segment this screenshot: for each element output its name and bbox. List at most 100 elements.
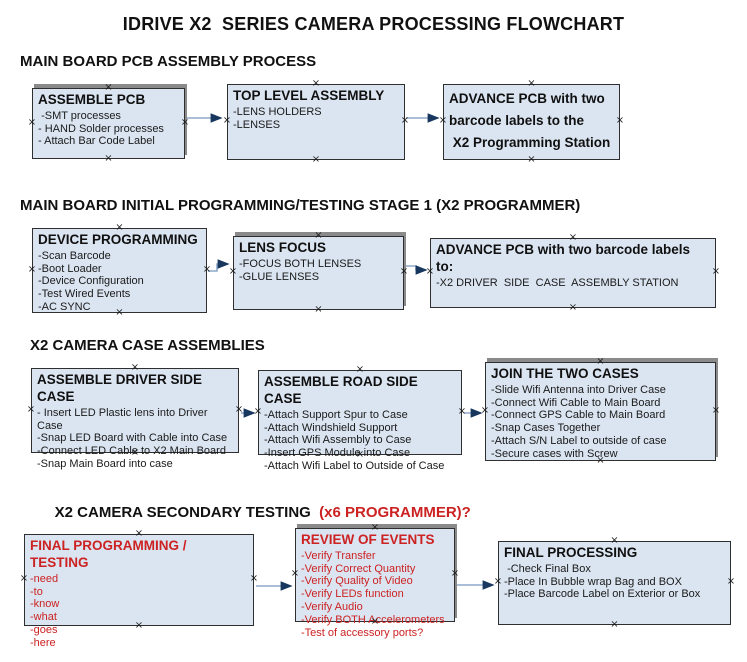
connection-point-icon: [27, 118, 37, 128]
box-item: -GLUE LENSES: [239, 270, 320, 283]
connection-point-icon: [457, 407, 467, 417]
box-title: REVIEW OF EVENTS: [301, 532, 435, 547]
connection-point-icon: [527, 155, 537, 165]
box-item: -Place In Bubble wrap Bag and BOX: [504, 575, 682, 588]
box-item: -know: [30, 598, 60, 611]
connection-point-icon: [104, 83, 114, 93]
connection-point-icon: [726, 577, 736, 587]
box-item: -Attach Support Spur to Case: [264, 408, 408, 421]
box-item: -Test Wired Events: [38, 288, 131, 301]
box-item: -to: [30, 585, 43, 598]
connection-point-icon: [253, 407, 263, 417]
box-item: - HAND Solder processes: [38, 122, 164, 135]
box-item: -Verify Transfer: [301, 549, 376, 562]
box-item: -LENS HOLDERS: [233, 105, 322, 118]
connection-point-icon: [596, 357, 606, 367]
connection-point-icon: [610, 536, 620, 546]
box-title: DEVICE PROGRAMMING: [38, 232, 198, 247]
connection-point-icon: [130, 448, 140, 458]
box-item: -X2 DRIVER SIDE CASE ASSEMBLY STATION: [436, 276, 679, 289]
box-item: -Scan Barcode: [38, 249, 111, 262]
flow-box-assemble-pcb: ASSEMBLE PCB -SMT processes - HAND Solde…: [32, 88, 185, 159]
section-heading-secondary-testing: X2 CAMERA SECONDARY TESTING (x6 PROGRAMM…: [38, 487, 471, 538]
connection-point-icon: [234, 405, 244, 415]
box-item: -Attach Windshield Support: [264, 421, 398, 434]
connection-point-icon: [711, 406, 721, 416]
box-item: -Verify Quality of Video: [301, 575, 413, 588]
connection-point-icon: [399, 267, 409, 277]
section-heading-initial-programming: MAIN BOARD INITIAL PROGRAMMING/TESTING S…: [20, 197, 581, 214]
box-item: -Device Configuration: [38, 275, 144, 288]
connection-point-icon: [26, 405, 36, 415]
connection-point-icon: [130, 363, 140, 373]
box-title: ADVANCE PCB with two barcode labels to t…: [449, 91, 611, 150]
flow-box-advance-pcb-programming-station: ADVANCE PCB with two barcode labels to t…: [443, 84, 620, 160]
connection-point-icon: [596, 456, 606, 466]
connection-point-icon: [370, 617, 380, 627]
connection-point-icon: [104, 154, 114, 164]
flow-box-final-programming-testing: FINAL PROGRAMMING / TESTING -need -to -k…: [24, 534, 254, 649]
connection-point-icon: [527, 79, 537, 89]
box-item: -AC SYNC: [38, 301, 91, 314]
box-title: ASSEMBLE PCB: [38, 92, 146, 107]
box-title: ASSEMBLE DRIVER SIDE CASE: [37, 372, 206, 404]
flow-box-lens-focus: LENS FOCUS -FOCUS BOTH LENSES -GLUE LENS…: [233, 236, 404, 310]
connection-point-icon: [425, 267, 435, 277]
box-item: -FOCUS BOTH LENSES: [239, 257, 362, 270]
connection-point-icon: [314, 305, 324, 315]
section-heading-pcb-assembly: MAIN BOARD PCB ASSEMBLY PROCESS: [20, 53, 317, 70]
connection-point-icon: [615, 116, 625, 126]
box-item: -Verify BOTH Accelerometers: [301, 613, 445, 626]
connection-point-icon: [115, 223, 125, 233]
section-heading-case-assemblies: X2 CAMERA CASE ASSEMBLIES: [30, 337, 265, 354]
connection-point-icon: [249, 574, 259, 584]
box-item: - Attach Bar Code Label: [38, 135, 155, 148]
box-item: -Attach S/N Label to outside of case: [491, 435, 667, 448]
box-item: -Test of accessory ports?: [301, 626, 424, 639]
page-title: IDRIVE X2 SERIES CAMERA PROCESSING FLOWC…: [122, 14, 625, 34]
connection-point-icon: [180, 118, 190, 128]
section-heading-text: X2 CAMERA SECONDARY TESTING: [54, 504, 311, 521]
connection-point-icon: [311, 155, 321, 165]
box-item: -Snap Cases Together: [491, 422, 601, 435]
box-item: -Snap Main Board into case: [37, 457, 173, 470]
connection-point-icon: [568, 233, 578, 243]
connection-point-icon: [370, 523, 380, 533]
box-item: -LENSES: [233, 118, 281, 131]
connection-point-icon: [355, 450, 365, 460]
connection-point-icon: [438, 116, 448, 126]
connection-point-icon: [568, 303, 578, 313]
box-title: TOP LEVEL ASSEMBLY: [233, 88, 385, 103]
connection-point-icon: [314, 231, 324, 241]
flow-box-final-processing: FINAL PROCESSING -Check Final Box -Place…: [498, 541, 731, 625]
connection-point-icon: [19, 574, 29, 584]
flow-box-advance-pcb-driver-side: ADVANCE PCB with two barcode labels to: …: [430, 238, 716, 308]
connection-point-icon: [311, 79, 321, 89]
connection-point-icon: [355, 365, 365, 375]
box-item: -Boot Loader: [38, 262, 102, 275]
box-item: -Connect Wifi Cable to Main Board: [491, 396, 661, 409]
box-title: FINAL PROGRAMMING / TESTING: [30, 538, 191, 570]
box-item: -what: [30, 611, 57, 624]
box-item: -Place Barcode Label on Exterior or Box: [504, 588, 701, 601]
box-item: -Slide Wifi Antenna into Driver Case: [491, 383, 666, 396]
box-item: -Verify Correct Quantity: [301, 562, 416, 575]
connection-point-icon: [450, 569, 460, 579]
flow-box-top-level-assembly: TOP LEVEL ASSEMBLY -LENS HOLDERS -LENSES: [227, 84, 405, 160]
connection-point-icon: [27, 265, 37, 275]
connection-point-icon: [610, 620, 620, 630]
box-item: -Verify Audio: [301, 601, 363, 614]
connection-point-icon: [134, 621, 144, 631]
flow-box-join-the-two-cases: JOIN THE TWO CASES -Slide Wifi Antenna i…: [485, 362, 716, 461]
connection-point-icon: [134, 529, 144, 539]
box-item: -here: [30, 636, 56, 649]
box-item: -need: [30, 572, 59, 585]
flow-arrow: [406, 265, 428, 275]
box-title: ASSEMBLE ROAD SIDE CASE: [264, 374, 422, 406]
box-item: -Attach Wifi Assembly to Case: [264, 434, 412, 447]
box-title: JOIN THE TWO CASES: [491, 366, 639, 381]
connection-point-icon: [711, 267, 721, 277]
connection-point-icon: [493, 577, 503, 587]
connection-point-icon: [202, 265, 212, 275]
